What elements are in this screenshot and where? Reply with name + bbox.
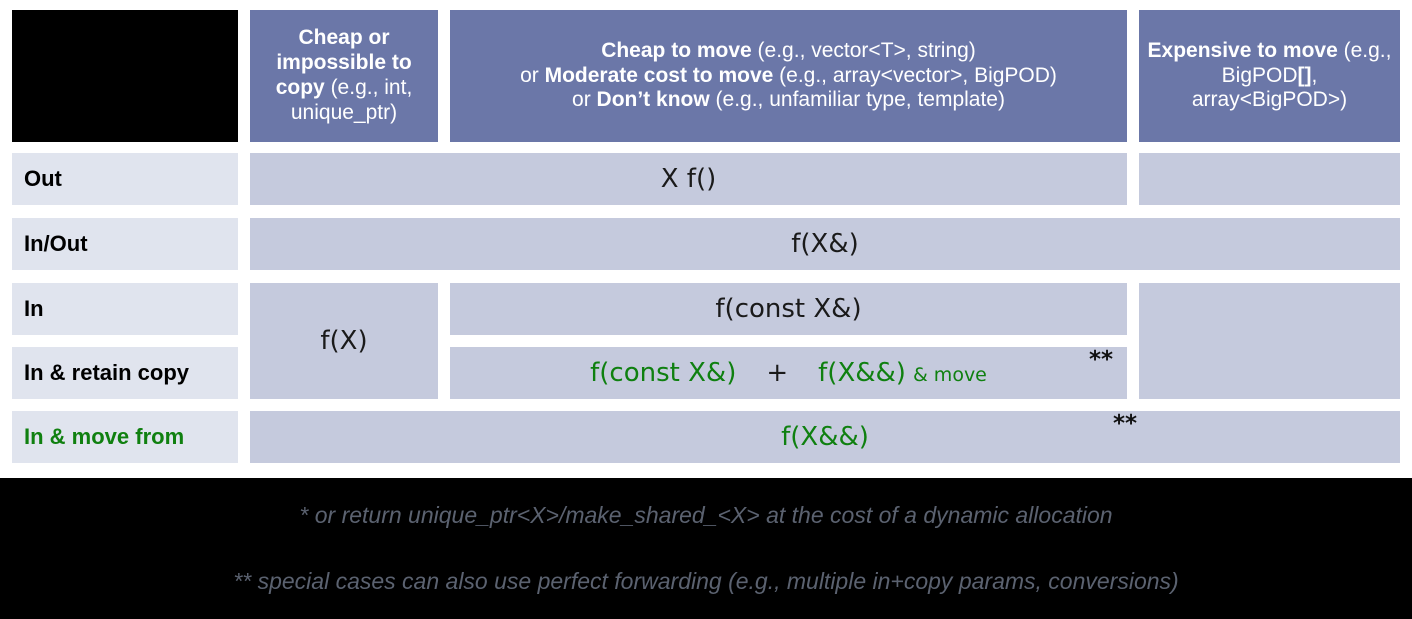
header-cheap-move-strong: Cheap to move	[601, 38, 752, 62]
cell-in-expensive	[1139, 283, 1400, 399]
cell-retain-copy-inline: f(const X&) + f(X&&) & move	[590, 358, 987, 389]
cell-out-expensive	[1139, 153, 1400, 205]
row-label-in-out: In/Out	[12, 218, 238, 270]
row-label-in-move-from: In & move from	[12, 411, 238, 463]
cell-out-signature-text: X f()	[660, 163, 717, 194]
header-expensive-rest1: (e.g., BigPOD	[1221, 38, 1392, 87]
cell-move-from-signature: f(X&&) **	[250, 411, 1400, 463]
header-expensive-brackets: []	[1297, 63, 1312, 87]
header-moderate-pre: or	[520, 63, 545, 87]
row-label-out-text: Out	[24, 166, 62, 192]
header-moderate-rest: (e.g., array<vector>, BigPOD)	[773, 63, 1057, 87]
cell-retain-copy-plus: +	[766, 357, 789, 388]
cell-retain-copy-signature: f(const X&) + f(X&&) & move **	[450, 347, 1127, 399]
header-corner-cell	[12, 10, 238, 142]
cell-retain-copy-part2: f(X&&)	[818, 357, 906, 388]
header-dontknow-rest: (e.g., unfamiliar type, template)	[709, 88, 1005, 112]
row-label-out: Out	[12, 153, 238, 205]
cell-retain-copy-part3: & move	[912, 363, 987, 386]
footnote-one: * or return unique_ptr<X>/make_shared_<X…	[299, 502, 1113, 528]
header-cheap-to-move: Cheap to move (e.g., vector<T>, string) …	[450, 10, 1127, 142]
row-label-in-out-text: In/Out	[24, 231, 88, 257]
header-cheap-copy-strong: Cheap or impossible to copy	[275, 26, 412, 99]
cell-in-cheap-copy-signature-text: f(X)	[320, 325, 368, 356]
footnote-marker-retain-copy: **	[1088, 347, 1113, 373]
row-label-in-retain-copy-text: In & retain copy	[24, 360, 190, 386]
row-label-in-retain-copy: In & retain copy	[12, 347, 238, 399]
row-label-in: In	[12, 283, 238, 335]
cell-move-from-signature-text: f(X&&)	[781, 421, 869, 452]
cell-inout-signature-text: f(X&)	[791, 228, 859, 259]
cell-in-cheap-copy-signature: f(X)	[250, 283, 438, 399]
cell-inout-signature: f(X&)	[250, 218, 1400, 270]
table-area: Cheap or impossible to copy (e.g., int, …	[0, 0, 1412, 478]
header-dontknow-strong: Don’t know	[596, 88, 710, 112]
header-dontknow-pre: or	[572, 88, 597, 112]
cell-in-signature-text: f(const X&)	[715, 293, 862, 324]
footnote-two: ** special cases can also use perfect fo…	[233, 568, 1179, 594]
header-expensive-rest2: , array<BigPOD>)	[1191, 63, 1348, 112]
header-cheap-move-rest: (e.g., vector<T>, string)	[751, 38, 976, 62]
header-expensive-to-move: Expensive to move (e.g., BigPOD[], array…	[1139, 10, 1400, 142]
header-cheap-or-impossible-to-copy: Cheap or impossible to copy (e.g., int, …	[250, 10, 438, 142]
header-expensive-strong: Expensive to move	[1147, 38, 1338, 62]
header-moderate-strong: Moderate cost to move	[544, 63, 774, 87]
footnote-band: * or return unique_ptr<X>/make_shared_<X…	[0, 478, 1412, 619]
footnote-marker-move-from: **	[1112, 411, 1137, 437]
cell-out-signature: X f()	[250, 153, 1127, 205]
row-label-in-move-from-text: In & move from	[24, 424, 185, 450]
header-cheap-copy-rest: (e.g., int, unique_ptr)	[290, 76, 413, 124]
cell-in-signature: f(const X&)	[450, 283, 1127, 335]
row-label-in-text: In	[24, 296, 44, 322]
cell-retain-copy-part1: f(const X&)	[590, 357, 737, 388]
